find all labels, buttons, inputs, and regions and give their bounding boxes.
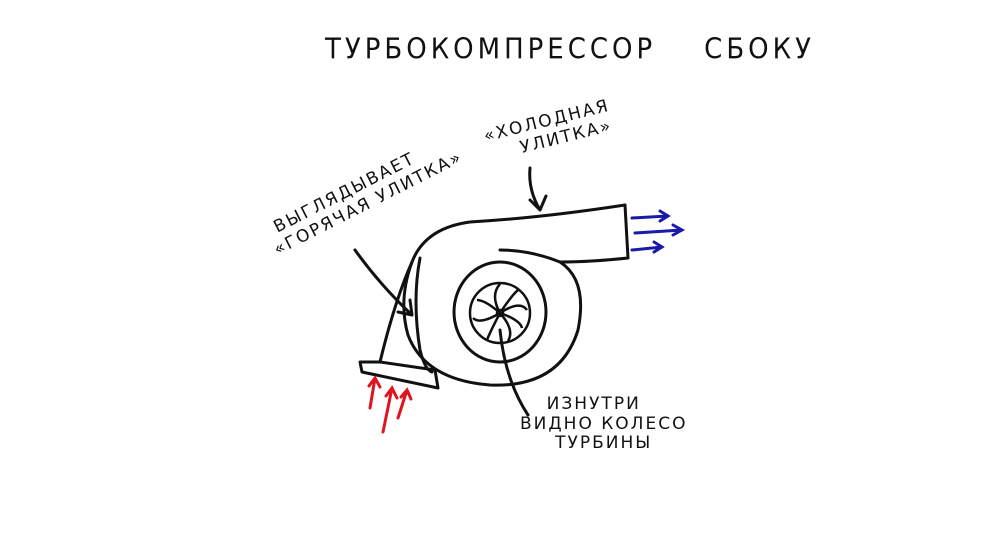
label-line: видно колесо [520,413,688,434]
diagram-title: Турбокомпрессор сбоку [325,33,863,68]
label-line: турбины [555,433,653,454]
hot-snail-pointer [353,248,414,317]
inflow-arrows-icon [367,375,413,434]
turbine-wheel-label: изнутри видно колесо турбины [520,394,688,454]
turbine-housing [452,260,548,364]
cold-snail-pointer [528,166,548,212]
title-word-1: Турбокомпрессор [325,33,657,67]
compressor-outlet [558,203,630,264]
label-line: изнутри [546,394,641,414]
compressor-volute [402,203,627,387]
turbine-wheel-pointer [498,328,530,417]
outflow-arrows-icon [630,209,686,254]
turbine-wheel-icon [468,281,532,345]
title-word-2: сбоку [704,33,815,67]
inlet-flange [358,360,440,390]
